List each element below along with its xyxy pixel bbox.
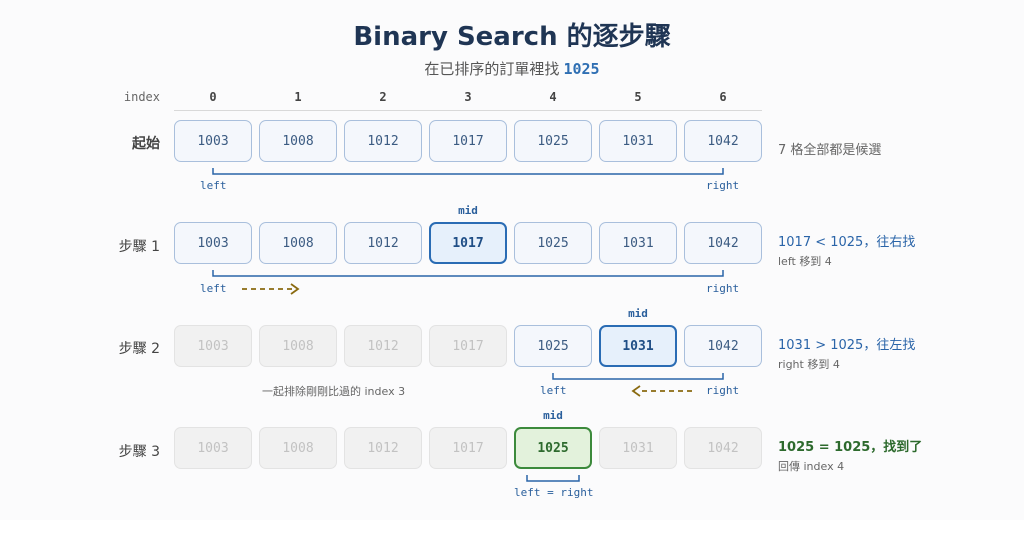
cell-r1-1: 1008 <box>259 222 337 264</box>
cell-r3-0: 1003 <box>174 427 252 469</box>
cell-r2-0: 1003 <box>174 325 252 367</box>
cell-r0-5: 1031 <box>599 120 677 162</box>
cell-r0-3: 1017 <box>429 120 507 162</box>
cell-r1-4: 1025 <box>514 222 592 264</box>
mid-label-r2: mid <box>628 307 648 320</box>
page-title: Binary Search 的逐步驟 <box>353 22 671 52</box>
row-label-step1: 步驟 1 <box>118 239 160 255</box>
note-sub-r2: right 移到 4 <box>778 358 840 371</box>
index-header-0: 0 <box>209 90 217 104</box>
subtitle-target: 1025 <box>563 60 600 78</box>
cell-r2-2: 1012 <box>344 325 422 367</box>
mid-label-r3: mid <box>543 409 563 422</box>
cell-r1-5: 1031 <box>599 222 677 264</box>
cell-r0-0: 1003 <box>174 120 252 162</box>
cell-r2-3: 1017 <box>429 325 507 367</box>
arrow-move-left-head <box>631 385 641 397</box>
cell-r1-6: 1042 <box>684 222 762 264</box>
note-r0: 7 格全部都是候選 <box>778 143 882 158</box>
subtitle-text: 在已排序的訂單裡找 <box>424 60 560 78</box>
index-header-3: 3 <box>464 90 472 104</box>
header-divider <box>174 110 762 111</box>
cell-r3-3: 1017 <box>429 427 507 469</box>
row-label-start: 起始 <box>132 136 160 152</box>
cell-r3-5: 1031 <box>599 427 677 469</box>
index-header-4: 4 <box>549 90 557 104</box>
note-sub-r1: left 移到 4 <box>778 255 832 268</box>
cell-r1-3-mid: 1017 <box>429 222 507 264</box>
note-r3: 1025 = 1025，找到了 <box>778 440 923 455</box>
row-label-step2: 步驟 2 <box>118 341 160 357</box>
note-sub-r3: 回傳 index 4 <box>778 460 845 473</box>
cell-r2-4: 1025 <box>514 325 592 367</box>
cell-r0-6: 1042 <box>684 120 762 162</box>
note-r2: 1031 > 1025，往左找 <box>778 338 916 353</box>
exclusion-note: 一起排除剛剛比過的 index 3 <box>262 385 406 398</box>
cell-r1-0: 1003 <box>174 222 252 264</box>
cell-r3-6: 1042 <box>684 427 762 469</box>
note-r1: 1017 < 1025，往右找 <box>778 235 916 250</box>
diagram-canvas <box>0 0 1024 520</box>
index-header-2: 2 <box>379 90 387 104</box>
left-right-pointer-r3: left = right <box>514 486 594 499</box>
cell-r1-2: 1012 <box>344 222 422 264</box>
cell-r2-6: 1042 <box>684 325 762 367</box>
right-pointer-r2: right <box>706 384 740 397</box>
left-pointer-r0: left <box>200 179 227 192</box>
right-pointer-r0: right <box>706 179 740 192</box>
arrow-move-right-head <box>290 283 300 295</box>
left-pointer-r2: left <box>540 384 567 397</box>
right-pointer-r1: right <box>706 282 740 295</box>
row-label-step3: 步驟 3 <box>118 444 160 460</box>
left-pointer-r1: left <box>200 282 227 295</box>
index-header-label: index <box>123 90 160 104</box>
range-bracket-r3 <box>526 475 580 482</box>
range-bracket-r1 <box>212 270 724 277</box>
cell-r3-2: 1012 <box>344 427 422 469</box>
range-bracket-r2 <box>552 373 724 380</box>
cell-r3-4-found: 1025 <box>514 427 592 469</box>
index-header-6: 6 <box>719 90 727 104</box>
cell-r3-1: 1008 <box>259 427 337 469</box>
range-bracket-r0 <box>212 168 724 175</box>
cell-r2-5-mid: 1031 <box>599 325 677 367</box>
index-header-5: 5 <box>634 90 642 104</box>
cell-r0-2: 1012 <box>344 120 422 162</box>
index-header-1: 1 <box>294 90 302 104</box>
mid-label-r1: mid <box>458 204 478 217</box>
cell-r2-1: 1008 <box>259 325 337 367</box>
cell-r0-4: 1025 <box>514 120 592 162</box>
cell-r0-1: 1008 <box>259 120 337 162</box>
